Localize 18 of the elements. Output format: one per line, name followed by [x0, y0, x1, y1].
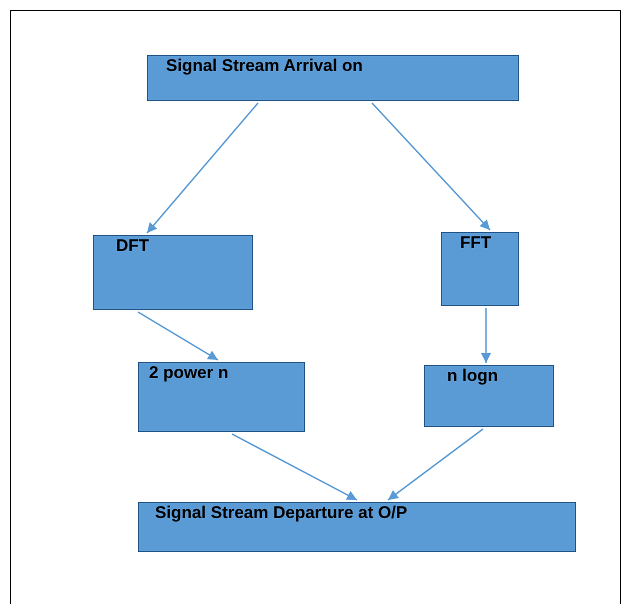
arrow [481, 308, 491, 363]
box-label: DFT [116, 236, 150, 256]
arrow [371, 102, 491, 231]
process-box [138, 502, 576, 552]
process-box [424, 365, 554, 427]
box-label: Signal Stream Arrival on [166, 56, 363, 76]
arrow [146, 102, 259, 234]
box-label: FFT [460, 233, 492, 253]
arrow [388, 428, 484, 501]
process-box [441, 232, 519, 306]
box-label: 2 power n [149, 363, 228, 383]
arrow [232, 433, 358, 501]
process-box [147, 55, 519, 101]
process-box [93, 235, 253, 310]
box-label: Signal Stream Departure at O/P [155, 503, 408, 523]
process-box [138, 362, 305, 432]
box-label: n logn [447, 366, 498, 386]
arrow [138, 311, 218, 361]
